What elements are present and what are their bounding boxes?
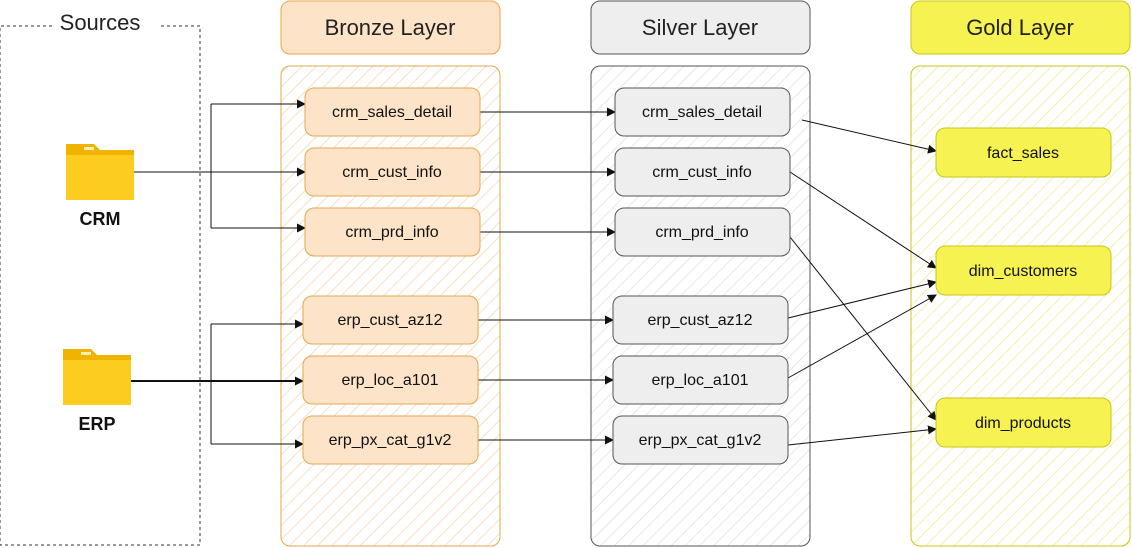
- silver-loc-a101-to-dim-customers-arrow: [787, 294, 937, 379]
- bronze-table-erp-px-cat-g1v2[interactable]: erp_px_cat_g1v2: [302, 415, 479, 465]
- bronze-table-crm-sales-detail[interactable]: crm_sales_detail: [304, 87, 481, 137]
- table-label: crm_cust_info: [652, 164, 752, 181]
- folder-icon: [63, 349, 131, 405]
- table-label: crm_prd_info: [655, 224, 748, 241]
- silver-table-erp-loc-a101[interactable]: erp_loc_a101: [612, 355, 789, 405]
- erp-source[interactable]: ERP: [63, 349, 131, 434]
- sources-container: Sources: [0, 10, 201, 546]
- silver-layer-title: Silver Layer: [642, 15, 758, 40]
- table-label: dim_products: [975, 415, 1071, 432]
- silver-table-crm-prd-info[interactable]: crm_prd_info: [614, 207, 791, 257]
- connectors: [131, 99, 937, 449]
- table-label: erp_px_cat_g1v2: [639, 432, 762, 449]
- table-label: erp_cust_az12: [338, 312, 443, 329]
- gold-table-fact-sales[interactable]: fact_sales: [935, 127, 1112, 178]
- silver-prd-info-to-dim-products-arrow: [789, 236, 937, 421]
- crm-label: CRM: [80, 209, 121, 229]
- sources-title: Sources: [60, 10, 141, 35]
- silver-px-cat-g1v2-to-dim-products-arrow: [787, 425, 937, 446]
- silver-table-crm-cust-info[interactable]: crm_cust_info: [614, 147, 791, 197]
- silver-layer-header: Silver Layer: [590, 0, 811, 55]
- silver-cust-info-to-dim-customers-arrow: [789, 171, 937, 269]
- silver-sales-detail-to-fact-sales-arrow: [801, 119, 937, 154]
- gold-layer-header: Gold Layer: [910, 0, 1131, 55]
- silver-table-erp-px-cat-g1v2[interactable]: erp_px_cat_g1v2: [612, 415, 789, 465]
- crm-source[interactable]: CRM: [66, 144, 134, 229]
- table-label: crm_prd_info: [345, 224, 438, 241]
- silver-table-crm-sales-detail[interactable]: crm_sales_detail: [614, 87, 791, 137]
- table-label: erp_loc_a101: [652, 372, 749, 389]
- silver-cust-az12-to-dim-customers-arrow: [787, 279, 937, 319]
- bronze-layer-title: Bronze Layer: [325, 15, 456, 40]
- erp-label: ERP: [78, 414, 115, 434]
- table-label: erp_loc_a101: [342, 372, 439, 389]
- bronze-table-crm-cust-info[interactable]: crm_cust_info: [304, 147, 481, 197]
- table-label: dim_customers: [969, 263, 1077, 280]
- table-label: fact_sales: [987, 145, 1059, 162]
- table-label: erp_cust_az12: [648, 312, 753, 329]
- gold-table-dim-customers[interactable]: dim_customers: [935, 245, 1112, 296]
- table-label: crm_cust_info: [342, 164, 442, 181]
- gold-layer-title: Gold Layer: [966, 15, 1074, 40]
- gold-table-dim-products[interactable]: dim_products: [935, 397, 1112, 448]
- folder-icon: [66, 144, 134, 200]
- silver-table-erp-cust-az12[interactable]: erp_cust_az12: [612, 295, 789, 345]
- table-label: erp_px_cat_g1v2: [329, 432, 452, 449]
- bronze-table-erp-loc-a101[interactable]: erp_loc_a101: [302, 355, 479, 405]
- table-label: crm_sales_detail: [332, 104, 452, 121]
- bronze-layer-header: Bronze Layer: [280, 0, 501, 55]
- bronze-table-crm-prd-info[interactable]: crm_prd_info: [304, 207, 481, 257]
- bronze-table-erp-cust-az12[interactable]: erp_cust_az12: [302, 295, 479, 345]
- table-label: crm_sales_detail: [642, 104, 762, 121]
